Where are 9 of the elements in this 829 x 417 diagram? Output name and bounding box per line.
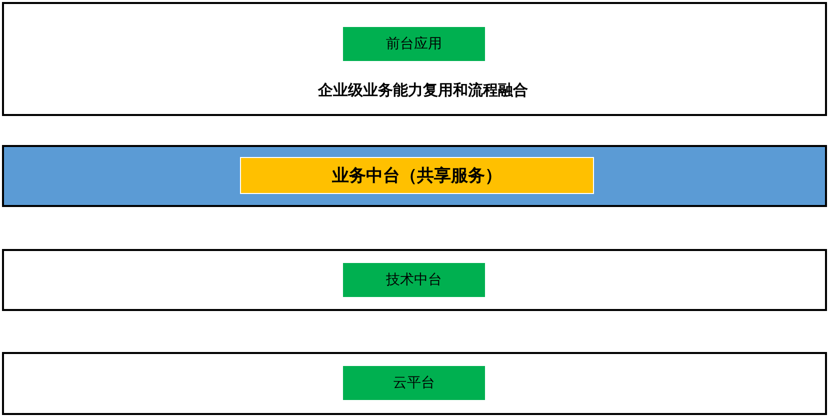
layer-panel <box>2 352 827 415</box>
service-box: 业务中台（共享服务） <box>240 157 594 194</box>
module-box: 技术中台 <box>343 263 485 297</box>
layer-band <box>2 145 827 207</box>
layer-panel <box>2 249 827 311</box>
layer-panel <box>2 2 827 116</box>
layer-caption: 企业级业务能力复用和流程融合 <box>318 81 528 99</box>
module-box: 前台应用 <box>343 27 485 61</box>
module-box: 云平台 <box>343 366 485 400</box>
